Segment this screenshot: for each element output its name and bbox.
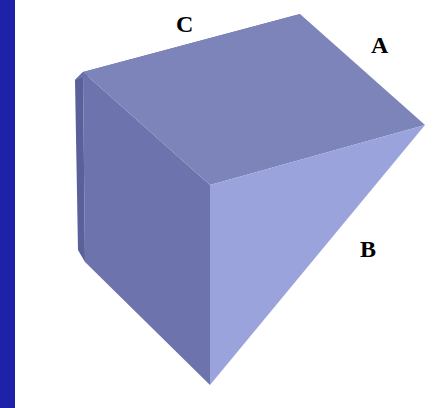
- edge-ridge: [75, 72, 85, 262]
- right-face: [210, 125, 425, 385]
- face-label: B: [360, 237, 376, 261]
- face-label: C: [176, 12, 193, 36]
- face-label: A: [371, 33, 388, 57]
- slide-ground: [15, 0, 442, 408]
